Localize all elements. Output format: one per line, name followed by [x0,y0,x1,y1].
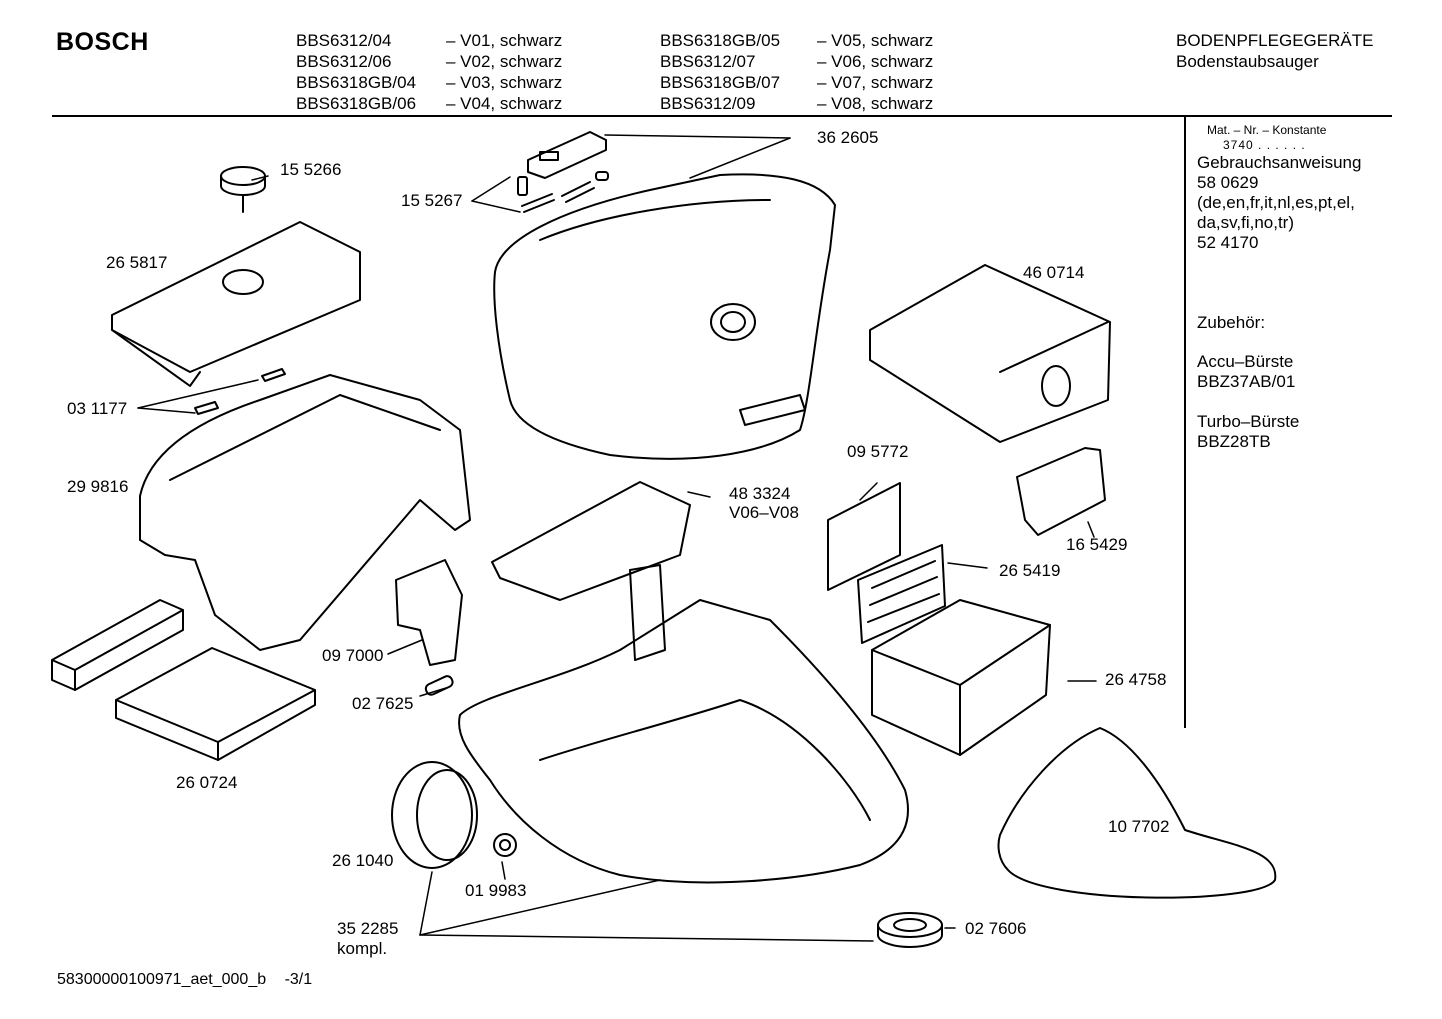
cap-part [877,912,943,948]
model-row: BBS6312/07 – V06, schwarz [660,51,933,72]
manual-number: 58 0629 [1197,173,1259,192]
part-label: 29 9816 [67,477,129,496]
wheel-part [391,761,478,869]
accessory-code: BBZ37AB/01 [1197,372,1296,391]
pin-part [424,675,454,696]
mat-label: Mat. – Nr. – Konstante [1207,123,1327,137]
category-block: BODENPFLEGEGERÄTE Bodenstaubsauger [1176,30,1373,72]
page-number: -3/1 [284,971,313,988]
model-number: BBS6312/06 [296,52,392,71]
spring-parts [517,171,609,213]
leader-lines [137,134,1097,942]
clip-parts [194,368,286,415]
filter-sheet-part [827,482,901,591]
part-label: 02 7606 [965,919,1027,938]
footer: 58300000100971_aet_000_b -3/1 [57,971,312,989]
part-label: 26 5817 [106,253,168,272]
accessories-label: Zubehör: [1197,313,1266,332]
model-variant: – V06, schwarz [817,52,934,71]
part-label: 36 2605 [817,128,879,147]
part-label: 48 3324 [729,484,791,503]
category-subtitle: Bodenstaubsauger [1176,52,1319,71]
header-divider [52,115,1392,117]
model-row: BBS6318GB/05 – V05, schwarz [660,30,933,51]
model-variant: – V02, schwarz [446,52,563,71]
housing-part [139,374,471,651]
part-label: 46 0714 [1023,263,1085,282]
model-variant: – V03, schwarz [446,73,563,92]
manual-block: Gebrauchsanweisung 58 0629 (de,en,fr,it,… [1197,153,1361,253]
holder-part [1016,447,1106,536]
part-label: 09 5772 [847,442,909,461]
duct-part [395,559,463,666]
model-row: BBS6318GB/06 – V04, schwarz [296,93,562,114]
part-label: 03 1177 [67,399,128,418]
manual-languages-2: da,sv,fi,no,tr) [1197,213,1294,232]
filter-part [857,544,946,644]
grille-cover-part [111,221,361,387]
model-number: BBS6312/07 [660,52,756,71]
part-label: 09 7000 [322,646,384,665]
model-number: BBS6312/09 [660,94,756,113]
document-id: 58300000100971_aet_000_b [57,971,267,988]
washer-part [493,833,517,857]
model-number: BBS6318GB/07 [660,73,781,92]
manual-label: Gebrauchsanweisung [1197,153,1362,172]
model-variant: – V05, schwarz [817,31,934,50]
manual-languages: (de,en,fr,it,nl,es,pt,el, [1197,193,1355,212]
accessory-accu: Accu–Bürste BBZ37AB/01 [1197,352,1295,392]
part-label: 16 5429 [1066,535,1128,554]
part-label: 01 9983 [465,881,527,900]
box-part [51,599,184,691]
model-number: BBS6318GB/06 [296,94,417,113]
part-label: 26 0724 [176,773,238,792]
category-title: BODENPFLEGEGERÄTE [1176,31,1374,50]
part-label: 26 1040 [332,851,394,870]
part-label: 26 5419 [999,561,1061,580]
knob-part [220,166,266,213]
plate-part [115,647,316,761]
part-label: 02 7625 [352,694,414,713]
part-label: 10 7702 [1108,817,1170,836]
accessory-code: BBZ28TB [1197,432,1271,451]
part-label: 15 5266 [280,160,342,179]
accessory-name: Accu–Bürste [1197,352,1294,371]
model-row: BBS6318GB/04 – V03, schwarz [296,72,562,93]
model-list-1: BBS6312/04 – V01, schwarz BBS6312/06 – V02… [296,30,562,114]
model-variant: – V04, schwarz [446,94,563,113]
part-label: 35 2285 [337,919,399,938]
part-label-note: kompl. [337,939,388,958]
model-row: BBS6318GB/07 – V07, schwarz [660,72,933,93]
model-variant: – V01, schwarz [446,31,563,50]
accessory-name: Turbo–Bürste [1197,412,1300,431]
filter-basket-part [871,599,1051,756]
dust-bag-part [869,264,1111,443]
model-row: BBS6312/04 – V01, schwarz [296,30,562,51]
model-list-2: BBS6318GB/05 – V05, schwarz BBS6312/07 – V… [660,30,933,114]
sidebar-divider [1184,116,1186,728]
part-label-note: V06–V08 [729,503,799,522]
part-label: 15 5267 [401,191,463,210]
model-row: BBS6312/09 – V08, schwarz [660,93,933,114]
base-body-part [458,564,909,884]
model-row: BBS6312/06 – V02, schwarz [296,51,562,72]
frame-part [491,481,691,601]
seal-part [997,727,1277,899]
brand-logo: BOSCH [56,28,149,56]
model-number: BBS6318GB/05 [660,31,781,50]
accessory-turbo: Turbo–Bürste BBZ28TB [1197,412,1299,452]
mat-value: 3740 . . . . . . [1223,138,1306,152]
part-label: 26 4758 [1105,670,1167,689]
model-variant: – V07, schwarz [817,73,934,92]
manual-number-2: 52 4170 [1197,233,1259,252]
lid-part [493,173,836,460]
model-variant: – V08, schwarz [817,94,934,113]
model-number: BBS6318GB/04 [296,73,417,92]
model-number: BBS6312/04 [296,31,392,50]
latch-part [527,131,607,179]
